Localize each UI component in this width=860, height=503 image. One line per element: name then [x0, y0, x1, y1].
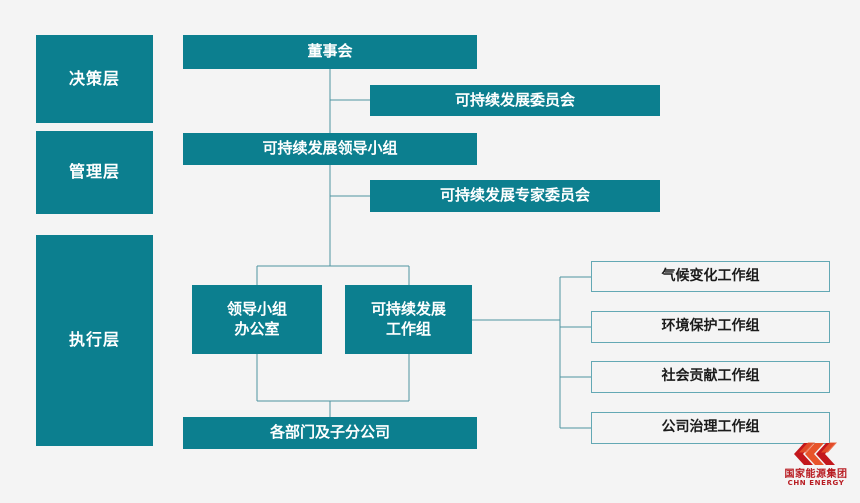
layer-label-execution: 执行层	[36, 235, 153, 446]
node-workgroup-environmental-protection: 环境保护工作组	[591, 311, 830, 343]
node-departments-and-subsidiaries: 各部门及子分公司	[183, 417, 477, 449]
layer-label-decision: 决策层	[36, 35, 153, 123]
brand-name-english: CHN ENERGY	[787, 479, 845, 487]
node-board-of-directors: 董事会	[183, 35, 477, 69]
brand-name-chinese: 国家能源集团	[784, 469, 848, 480]
node-sustainability-workgroup-text: 可持续发展 工作组	[370, 300, 446, 338]
node-workgroup-social-contribution-text: 社会贡献工作组	[661, 368, 760, 385]
node-departments-and-subsidiaries-text: 各部门及子分公司	[269, 423, 390, 442]
layer-label-management: 管理层	[36, 131, 153, 214]
node-workgroup-social-contribution: 社会贡献工作组	[591, 361, 830, 393]
node-board-of-directors-text: 董事会	[307, 42, 353, 61]
node-sustainability-committee: 可持续发展委员会	[370, 85, 660, 116]
node-sustainability-leading-group-text: 可持续发展领导小组	[262, 139, 398, 158]
brand-logo: 国家能源集团 CHN ENERGY	[778, 440, 854, 496]
node-sustainability-workgroup: 可持续发展 工作组	[345, 285, 472, 354]
node-sustainability-expert-committee-text: 可持续发展专家委员会	[439, 186, 590, 205]
layer-label-decision-text: 决策层	[68, 68, 120, 88]
node-leading-group-office: 领导小组 办公室	[192, 285, 322, 354]
node-sustainability-leading-group: 可持续发展领导小组	[183, 133, 477, 165]
layer-label-management-text: 管理层	[68, 162, 120, 182]
node-leading-group-office-text: 领导小组 办公室	[226, 300, 287, 338]
layer-label-execution-text: 执行层	[68, 330, 120, 350]
node-workgroup-corporate-governance: 公司治理工作组	[591, 412, 830, 444]
node-workgroup-environmental-protection-text: 环境保护工作组	[661, 318, 760, 335]
node-workgroup-climate-change: 气候变化工作组	[591, 261, 830, 292]
node-workgroup-corporate-governance-text: 公司治理工作组	[661, 419, 760, 436]
node-workgroup-climate-change-text: 气候变化工作组	[661, 267, 760, 284]
chn-energy-logo-icon	[794, 442, 837, 465]
node-sustainability-expert-committee: 可持续发展专家委员会	[370, 180, 660, 212]
node-sustainability-committee-text: 可持续发展委员会	[454, 90, 575, 109]
